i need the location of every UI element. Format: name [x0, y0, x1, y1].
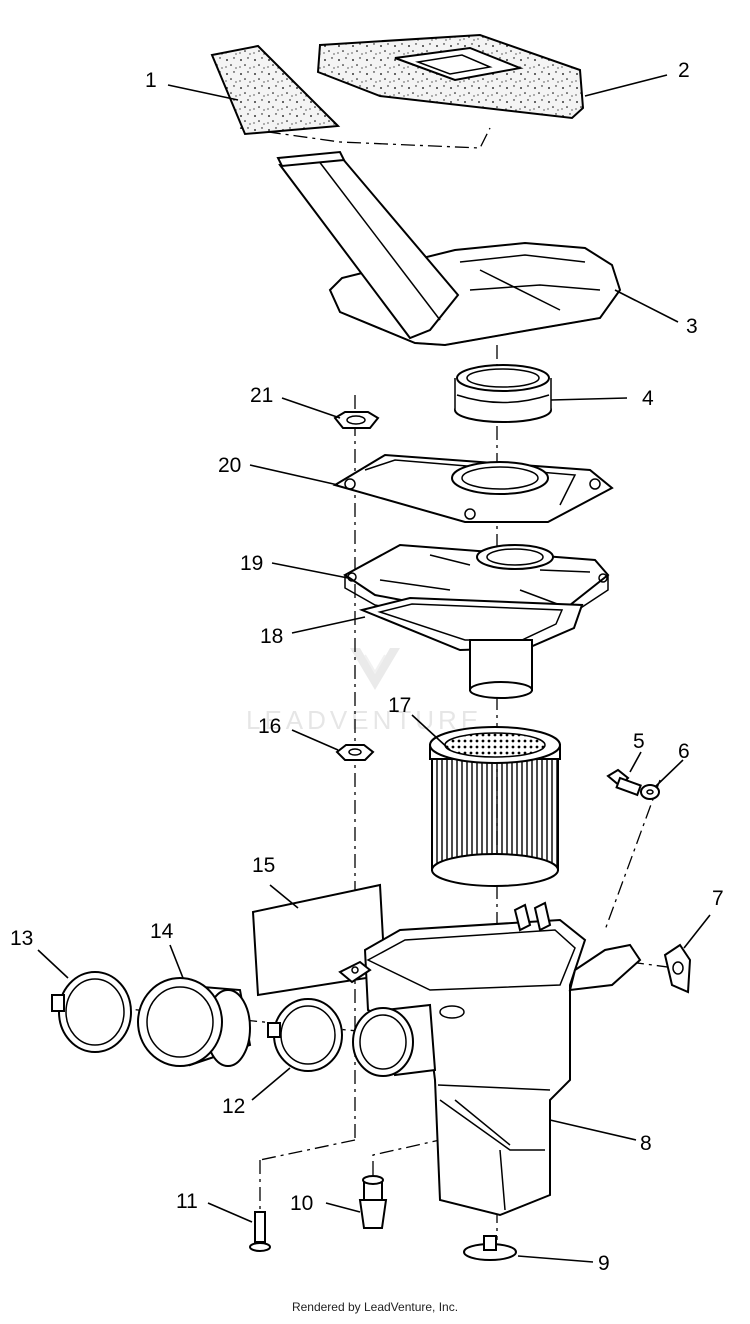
callout-12: 12 [222, 1095, 245, 1118]
top-plate-part-20 [332, 453, 614, 523]
callout-21: 21 [250, 384, 273, 407]
gasket-part-18 [358, 596, 584, 652]
callout-11: 11 [176, 1190, 198, 1213]
washer-part-6 [640, 784, 660, 800]
callout-1: 1 [145, 69, 157, 92]
callout-6: 6 [678, 740, 690, 763]
housing-spigot [352, 1003, 437, 1077]
callout-15: 15 [252, 854, 275, 877]
callout-8: 8 [640, 1132, 652, 1155]
callout-7: 7 [712, 887, 724, 910]
callout-9: 9 [598, 1252, 610, 1275]
screw-part-11 [249, 1211, 271, 1252]
foam-element-part-1 [210, 44, 341, 136]
hose-clamp-part-12 [267, 998, 343, 1072]
callout-19: 19 [240, 552, 263, 575]
callout-14: 14 [150, 920, 174, 943]
outlet-tube [469, 639, 533, 699]
foam-pad-part-2 [316, 33, 585, 120]
airbox-cover-part-3 [276, 150, 622, 347]
bolt-part-5 [606, 768, 642, 797]
callout-16: 16 [258, 715, 281, 738]
decal-part-15 [251, 883, 387, 997]
plug-part-10 [358, 1175, 388, 1229]
callout-leaders [37, 74, 711, 1263]
callout-20: 20 [218, 454, 241, 477]
footer-credit: Rendered by LeadVenture, Inc. [291, 1300, 459, 1314]
leadventure-watermark-logo: LEADVENTURE [246, 648, 482, 735]
airbox-housing-part-8 [338, 901, 642, 1217]
wing-nut-part-21 [333, 411, 380, 429]
air-filter-part-17 [429, 726, 561, 887]
callout-17: 17 [388, 694, 411, 717]
watermark-text: LEADVENTURE [246, 705, 482, 735]
callout-2: 2 [678, 59, 690, 82]
callout-labels: 1 2 3 4 5 6 7 8 9 10 11 12 13 14 15 16 1… [10, 59, 724, 1275]
callout-4: 4 [642, 387, 654, 410]
bracket-part-7 [663, 943, 692, 994]
hex-nut-part-16 [335, 744, 375, 761]
hose-clamp-part-13 [51, 971, 132, 1053]
callout-3: 3 [686, 315, 698, 338]
callout-18: 18 [260, 625, 283, 648]
callout-5: 5 [633, 730, 645, 753]
intake-boot-part-14 [137, 977, 252, 1067]
callout-10: 10 [290, 1192, 313, 1215]
coupler-part-4 [454, 364, 552, 423]
callout-13: 13 [10, 927, 33, 950]
drain-valve-part-9 [463, 1235, 517, 1261]
